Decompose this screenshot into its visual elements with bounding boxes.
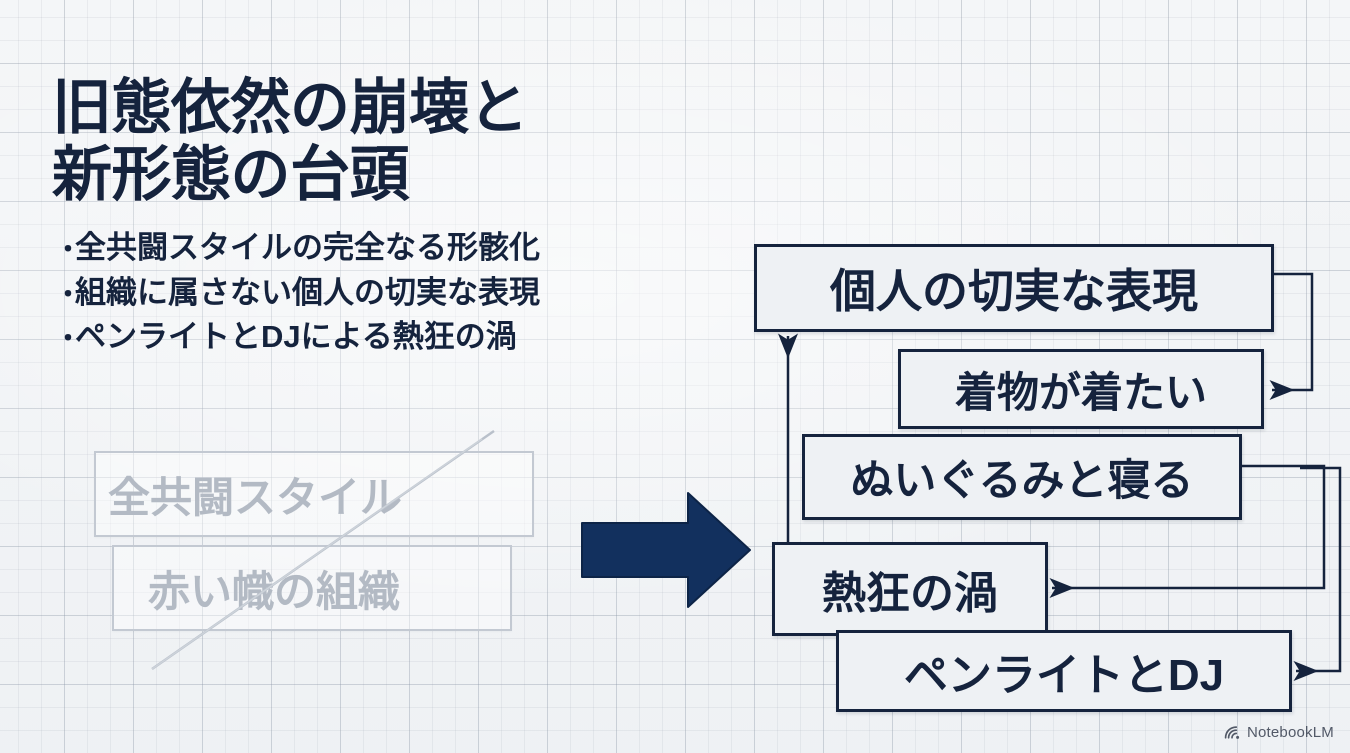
concept-box-penlight-and-dj: ペンライトとDJ	[836, 630, 1292, 712]
bullet-text: 組織に属さない個人の切実な表現	[75, 274, 540, 310]
new-forms-diagram: 個人の切実な表現 着物が着たい ぬいぐるみと寝る 熱狂の渦 ペンライトとDJ	[740, 230, 1350, 730]
bullet-text: ペンライトとDJによる熱狂の渦	[75, 319, 517, 355]
concept-box-wear-kimono: 着物が着たい	[898, 349, 1264, 429]
list-item: ・ 全共闘スタイルの完全なる形骸化	[55, 226, 715, 271]
diagram-connectors	[778, 272, 1342, 681]
concept-box-sleep-with-plushie: ぬいぐるみと寝る	[802, 434, 1242, 520]
bullet-marker-icon: ・	[55, 323, 82, 354]
watermark-label: NotebookLM	[1246, 724, 1334, 741]
bullet-marker-icon: ・	[55, 234, 82, 264]
obsolete-box-zenkyoto-style: 全共闘スタイル	[94, 451, 534, 537]
bullet-list: ・ 全共闘スタイルの完全なる形骸化 ・ 組織に属さない個人の切実な表現 ・ ペン…	[55, 226, 715, 360]
page-title: 旧態依然の崩壊と 新形態の台頭	[52, 74, 529, 209]
list-item: ・ ペンライトとDJによる熱狂の渦	[55, 315, 715, 360]
notebooklm-watermark: NotebookLM	[1224, 724, 1334, 741]
obsolete-concepts-group: 全共闘スタイル 赤い幟の組織	[90, 425, 560, 675]
connector-expression-to-kimono	[1269, 272, 1314, 400]
obsolete-box-red-banner-org: 赤い幟の組織	[112, 545, 512, 631]
transition-right-arrow-icon	[581, 492, 751, 608]
list-item: ・ 組織に属さない個人の切実な表現	[55, 271, 715, 316]
notebooklm-icon	[1224, 726, 1240, 739]
concept-box-frenzy-vortex: 熱狂の渦	[772, 542, 1048, 636]
connector-plush-to-frenzy	[1049, 464, 1326, 598]
bullet-text: 全共闘スタイルの完全なる形骸化	[75, 230, 540, 265]
bullet-marker-icon: ・	[55, 278, 82, 309]
connector-plush-to-penlight	[1293, 466, 1342, 681]
concept-box-personal-expression: 個人の切実な表現	[754, 244, 1274, 332]
